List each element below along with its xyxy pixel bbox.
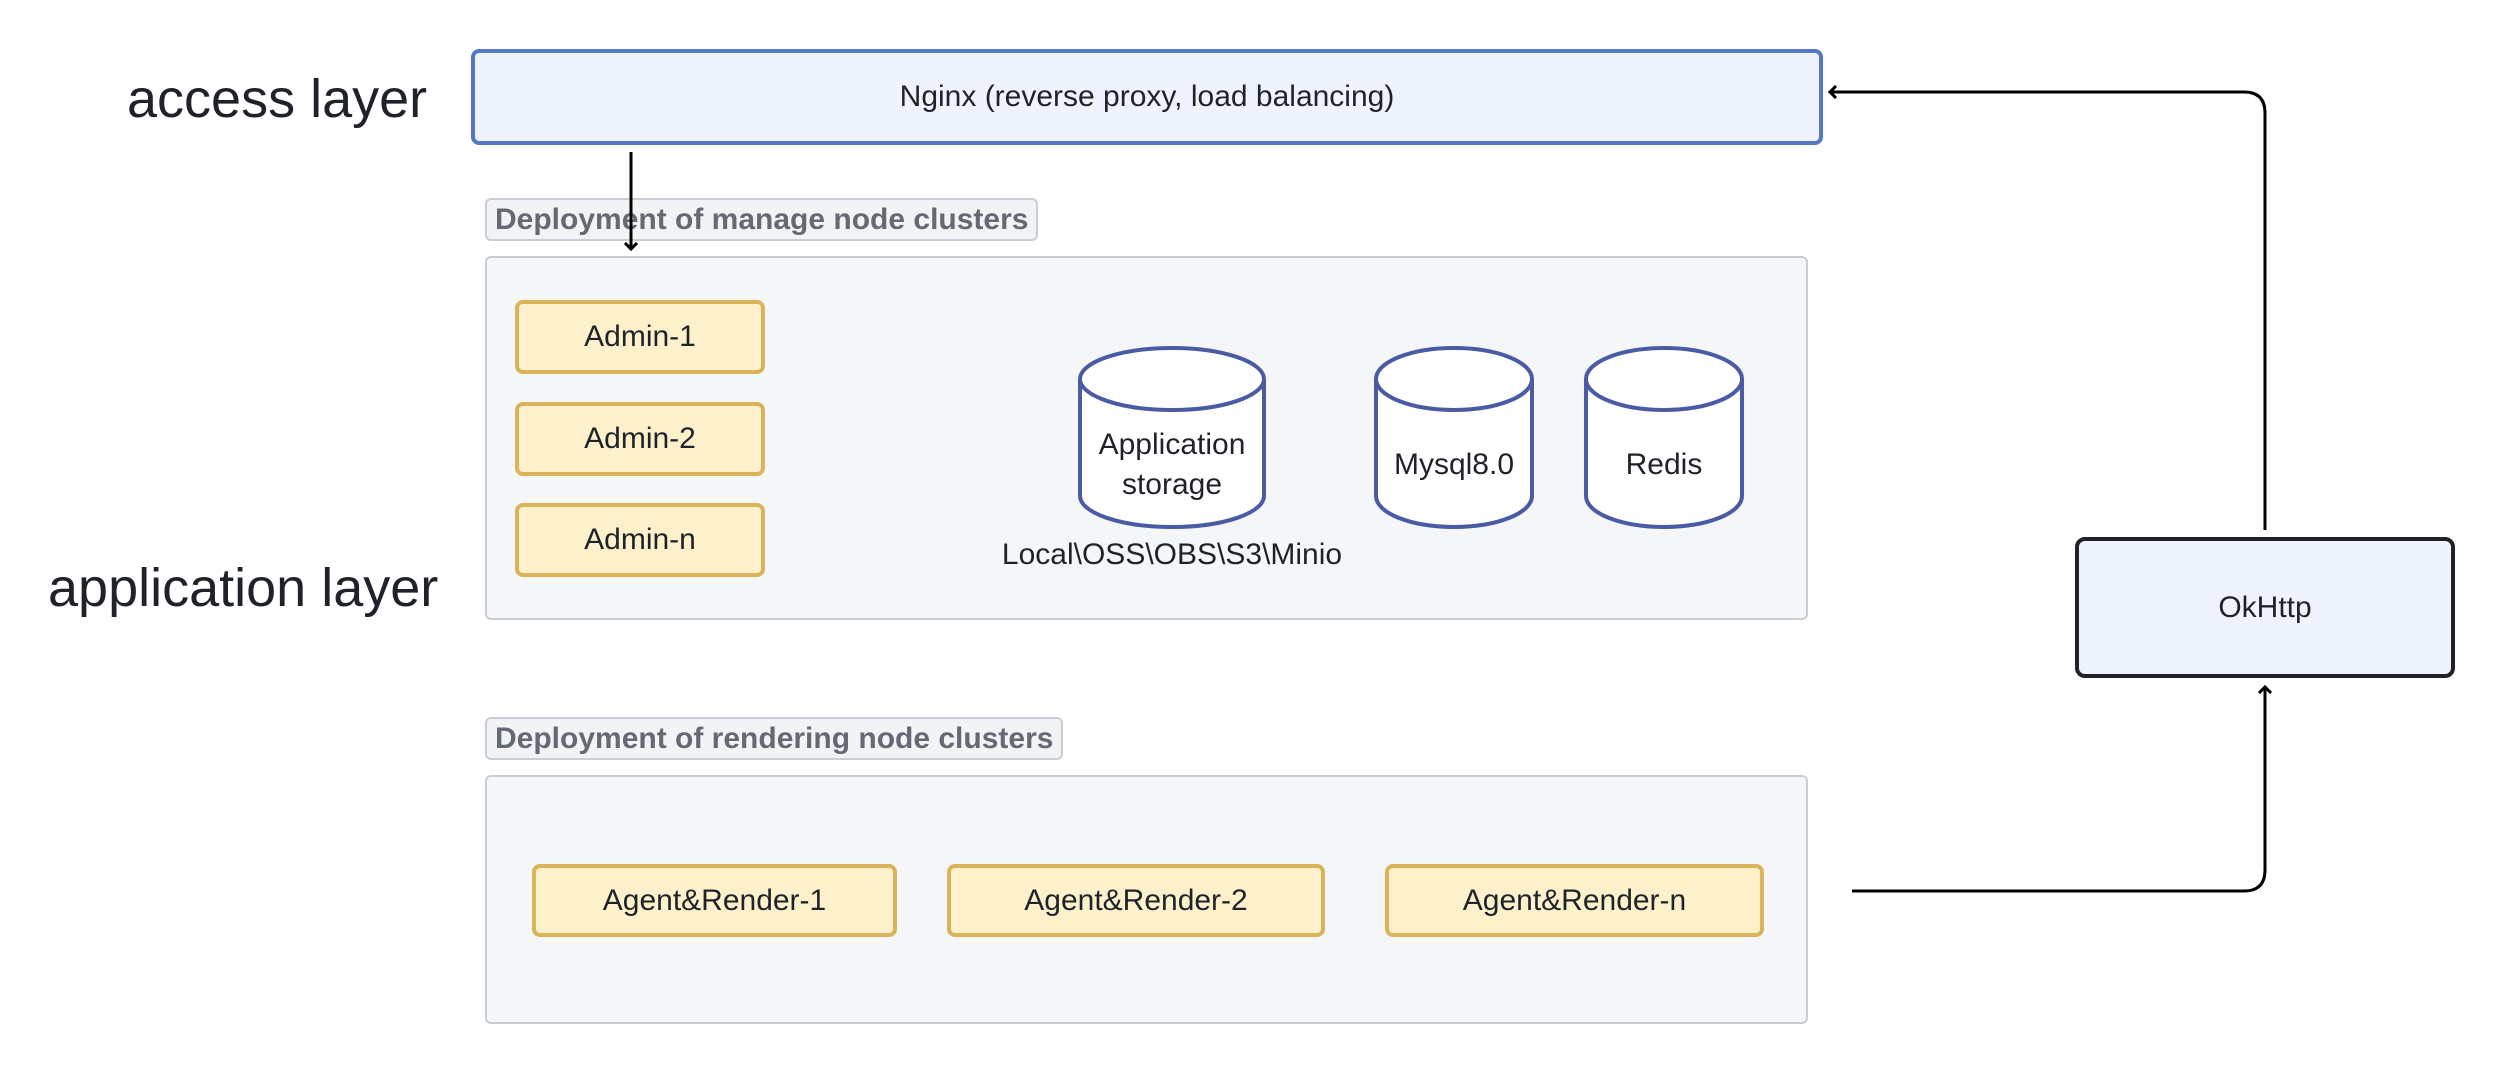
application-layer-label: application layer xyxy=(48,558,439,618)
agent-render-label: Agent&Render-n xyxy=(1462,883,1687,917)
okhttp-to-nginx-arrow xyxy=(1830,92,2267,530)
storage-backends-caption: Local\OSS\OBS\S3\Minio xyxy=(1001,538,1343,571)
mysql-label: Mysql8.0 xyxy=(1376,410,1532,520)
manage-cluster-title: Deployment of manage node clusters xyxy=(485,198,1039,241)
nginx-node[interactable]: Nginx (reverse proxy, load balancing) xyxy=(471,49,1823,145)
admin-node-label: Admin-n xyxy=(584,523,696,556)
application-storage-line2: storage xyxy=(1121,468,1223,501)
admin-node-n[interactable]: Admin-n xyxy=(515,503,765,577)
render-cluster-title: Deployment of rendering node clusters xyxy=(485,717,1064,760)
agent-render-label: Agent&Render-2 xyxy=(1024,883,1248,917)
okhttp-label: OkHttp xyxy=(2218,590,2312,624)
agent-render-node-1[interactable]: Agent&Render-1 xyxy=(532,864,897,937)
application-storage-label: Application storage xyxy=(1080,410,1264,520)
admin-node-label: Admin-1 xyxy=(584,320,696,353)
agent-render-node-n[interactable]: Agent&Render-n xyxy=(1385,864,1764,937)
admin-node-label: Admin-2 xyxy=(584,422,696,455)
agent-render-node-2[interactable]: Agent&Render-2 xyxy=(947,864,1325,937)
okhttp-node[interactable]: OkHttp xyxy=(2075,537,2455,678)
admin-node-1[interactable]: Admin-1 xyxy=(515,300,765,374)
mysql-label-text: Mysql8.0 xyxy=(1393,448,1515,481)
render-to-okhttp-arrow xyxy=(1852,687,2265,893)
redis-label: Redis xyxy=(1586,410,1742,520)
application-storage-line1: Application xyxy=(1098,428,1246,461)
nginx-label: Nginx (reverse proxy, load balancing) xyxy=(899,80,1395,113)
agent-render-label: Agent&Render-1 xyxy=(602,883,827,917)
admin-node-2[interactable]: Admin-2 xyxy=(515,402,765,476)
access-layer-label: access layer xyxy=(127,69,428,129)
redis-label-text: Redis xyxy=(1625,448,1703,481)
